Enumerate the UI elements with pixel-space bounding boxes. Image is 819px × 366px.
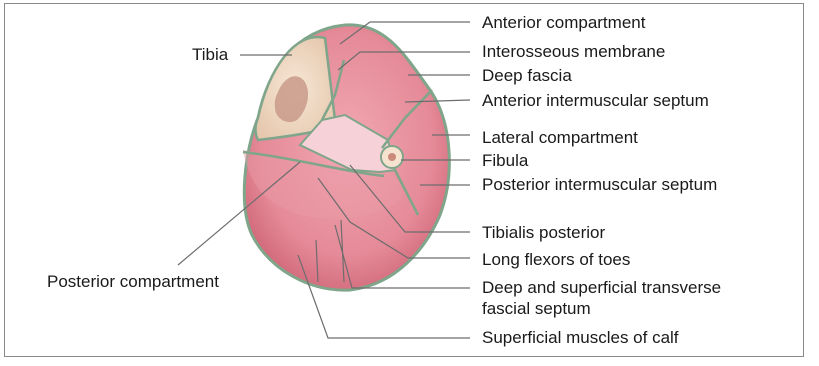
label-anterior-compartment: Anterior compartment xyxy=(482,13,645,33)
leader-transverse-septum xyxy=(335,225,470,288)
label-long-flexors-of-toes: Long flexors of toes xyxy=(482,250,630,270)
label-transverse-septum-line2: fascial septum xyxy=(482,299,591,319)
label-superficial-muscles-of-calf: Superficial muscles of calf xyxy=(482,328,679,348)
label-interosseous-membrane: Interosseous membrane xyxy=(482,42,665,62)
label-posterior-compartment: Posterior compartment xyxy=(47,272,219,292)
label-tibialis-posterior: Tibialis posterior xyxy=(482,223,605,243)
leader-misc-1 xyxy=(316,240,318,282)
label-deep-fascia: Deep fascia xyxy=(482,66,572,86)
leader-anterior-intermuscular-septum xyxy=(405,100,470,102)
leader-posterior-compartment xyxy=(178,162,300,265)
leader-tibialis-posterior xyxy=(350,165,470,232)
label-posterior-intermuscular-septum: Posterior intermuscular septum xyxy=(482,175,717,195)
leader-anterior-compartment xyxy=(340,22,470,44)
label-fibula: Fibula xyxy=(482,151,528,171)
leader-interosseous-membrane xyxy=(338,52,470,70)
label-anterior-intermuscular-septum: Anterior intermuscular septum xyxy=(482,91,709,111)
leader-superficial-muscles xyxy=(298,255,470,338)
label-lateral-compartment: Lateral compartment xyxy=(482,128,638,148)
label-tibia: Tibia xyxy=(192,45,228,65)
label-transverse-septum-line1: Deep and superficial transverse xyxy=(482,278,721,298)
